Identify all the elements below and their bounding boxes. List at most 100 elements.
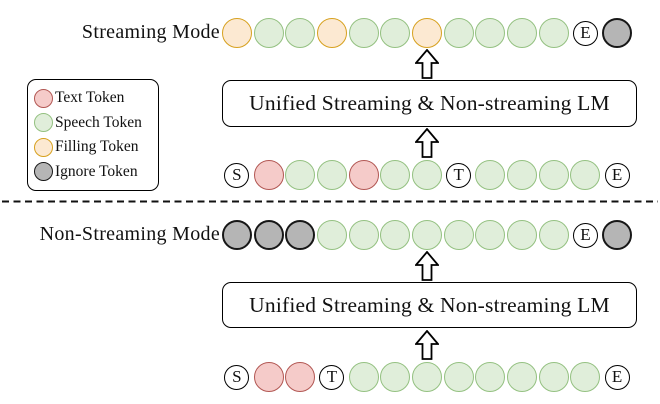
speech-token: [475, 18, 506, 48]
token-slot: [443, 219, 475, 251]
speech-token: [443, 18, 474, 48]
token-slot: [221, 219, 253, 251]
speech-token: [475, 362, 506, 392]
token-slot: [538, 159, 570, 191]
legend-item-ignore-token: Ignore Token: [34, 162, 158, 182]
ignore-token: [285, 220, 316, 250]
token-slot: [538, 219, 570, 251]
token-slot: T: [443, 159, 475, 191]
token-slot: [570, 361, 602, 393]
token-slot: [284, 219, 316, 251]
token-slot: S: [221, 361, 253, 393]
speech-token: [348, 18, 379, 48]
up-arrow-icon: [415, 330, 439, 360]
speech-token: [507, 220, 538, 250]
speech-token: [411, 160, 442, 190]
speech-token: [285, 18, 316, 48]
legend-item-label: Text Token: [55, 89, 125, 107]
non-streaming-mode-label: Non-Streaming Mode: [39, 223, 220, 245]
token-slot: [348, 219, 380, 251]
legend-item-label: Filling Token: [55, 138, 139, 156]
speech-token: [285, 160, 316, 190]
speech-token: [507, 18, 538, 48]
ignore-token: [602, 220, 633, 250]
speech-token: [538, 18, 569, 48]
speech-token: [570, 362, 601, 392]
token-slot: [601, 17, 633, 49]
filling-token: [316, 18, 347, 48]
token-slot: [475, 17, 507, 49]
ignore-token: [253, 220, 284, 250]
token-marker-s: S: [224, 162, 250, 188]
streaming-lm-box-label: Unified Streaming & Non-streaming LM: [249, 91, 610, 115]
token-slot: [316, 159, 348, 191]
streaming-lm-box: Unified Streaming & Non-streaming LM: [222, 80, 637, 127]
token-slot: [475, 219, 507, 251]
filling-token: [34, 137, 53, 157]
speech-token: [380, 160, 411, 190]
text-token: [253, 362, 284, 392]
token-slot: [379, 17, 411, 49]
token-slot: [601, 219, 633, 251]
token-slot: [411, 219, 443, 251]
non-streaming-lm-box: Unified Streaming & Non-streaming LM: [222, 282, 637, 328]
token-slot: E: [601, 361, 633, 393]
token-slot: [538, 17, 570, 49]
speech-token: [443, 362, 474, 392]
speech-token: [316, 220, 347, 250]
token-slot: T: [316, 361, 348, 393]
token-slot: S: [221, 159, 253, 191]
token-marker-e: E: [572, 222, 598, 248]
legend-item-filling-token: Filling Token: [34, 137, 158, 157]
legend-item-label: Speech Token: [55, 113, 142, 131]
token-slot: [506, 159, 538, 191]
text-token: [348, 160, 379, 190]
token-slot: [253, 219, 285, 251]
speech-token: [348, 220, 379, 250]
token-marker-t: T: [446, 162, 472, 188]
token-slot: [443, 361, 475, 393]
token-marker-s: S: [224, 364, 250, 390]
token-slot: [475, 159, 507, 191]
token-slot: [316, 219, 348, 251]
token-slot: [316, 17, 348, 49]
speech-token: [380, 362, 411, 392]
token-slot: [253, 361, 285, 393]
token-slot: E: [570, 219, 602, 251]
text-token: [253, 160, 284, 190]
token-slot: [379, 361, 411, 393]
non-streaming-lm-box-label: Unified Streaming & Non-streaming LM: [249, 292, 610, 317]
speech-token: [538, 160, 569, 190]
up-arrow-icon: [415, 251, 439, 281]
token-marker-e: E: [604, 162, 630, 188]
token-slot: [221, 17, 253, 49]
non-streaming-output-token-row: E: [221, 219, 633, 251]
token-marker-e: E: [572, 20, 598, 46]
dashed-divider: [2, 200, 658, 203]
up-arrow-icon: [415, 128, 439, 158]
token-slot: [443, 17, 475, 49]
speech-token: [316, 160, 347, 190]
token-slot: [506, 219, 538, 251]
speech-token: [34, 113, 53, 133]
token-slot: [348, 17, 380, 49]
token-slot: E: [601, 159, 633, 191]
token-slot: [570, 159, 602, 191]
token-slot: [348, 159, 380, 191]
speech-token: [475, 160, 506, 190]
speech-token: [443, 220, 474, 250]
speech-token: [507, 362, 538, 392]
ignore-token: [602, 18, 633, 48]
filling-token: [411, 18, 442, 48]
legend-item-text-token: Text Token: [34, 88, 158, 108]
text-token: [34, 88, 53, 108]
token-slot: [379, 159, 411, 191]
speech-token: [570, 160, 601, 190]
text-token: [285, 362, 316, 392]
ignore-token: [221, 220, 252, 250]
speech-token: [380, 220, 411, 250]
ignore-token: [34, 162, 53, 182]
